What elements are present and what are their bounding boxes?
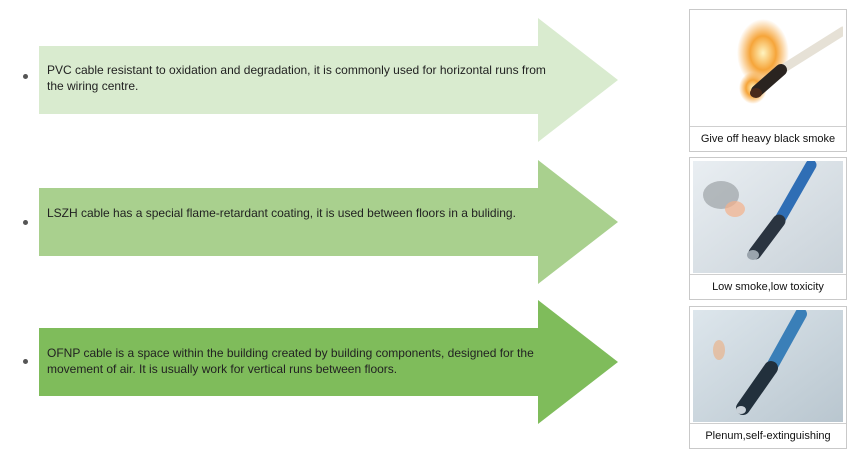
lszh-burn-photo-card: Low smoke,low toxicity [689, 157, 847, 300]
pvc-description: PVC cable resistant to oxidation and deg… [47, 63, 546, 93]
bullet-point [23, 359, 28, 364]
burning-cable-image [693, 161, 843, 273]
ofnp-photo-caption: Plenum,self-extinguishing [690, 423, 846, 448]
bullet-point [23, 74, 28, 79]
ofnp-description: OFNP cable is a space within the buildin… [47, 346, 534, 376]
bullet-point [23, 220, 28, 225]
diagram-row-ofnp: OFNP cable is a space within the buildin… [0, 300, 640, 424]
burning-cable-image [693, 13, 843, 125]
lszh-description: LSZH cable has a special flame-retardant… [47, 206, 516, 220]
pvc-photo-caption: Give off heavy black smoke [690, 126, 846, 151]
diagram-row-pvc: PVC cable resistant to oxidation and deg… [0, 18, 640, 142]
burning-cable-image [693, 310, 843, 422]
lszh-photo-caption: Low smoke,low toxicity [690, 274, 846, 299]
ofnp-burn-photo-card: Plenum,self-extinguishing [689, 306, 847, 449]
pvc-burn-photo-card: Give off heavy black smoke [689, 9, 847, 152]
arrow-shape [39, 18, 618, 142]
arrow-shape [39, 160, 618, 284]
arrow-shape [39, 300, 618, 424]
diagram-row-lszh: LSZH cable has a special flame-retardant… [0, 160, 640, 284]
